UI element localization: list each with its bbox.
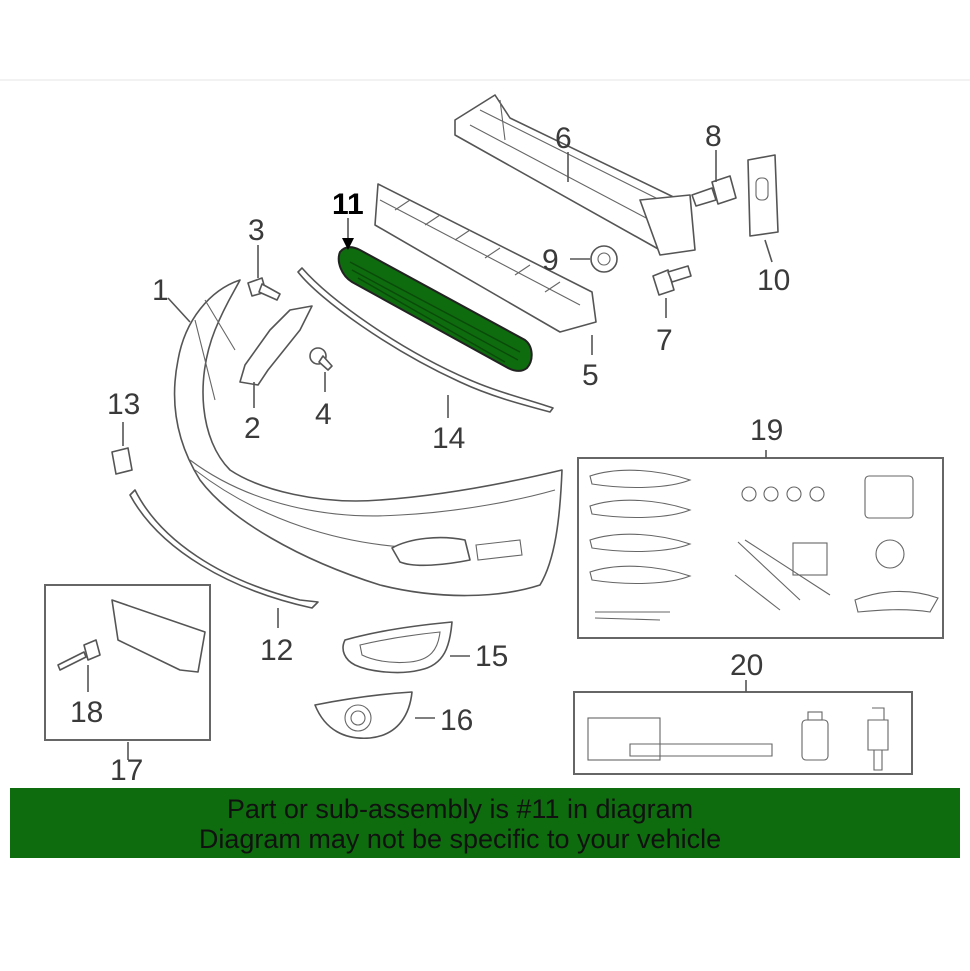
banner-line-2: Diagram may not be specific to your vehi… xyxy=(198,824,722,854)
part-15-bezel xyxy=(342,621,453,674)
part-8-push-pin xyxy=(691,175,737,207)
label-part-3: 3 xyxy=(248,214,265,247)
label-part-2: 2 xyxy=(244,412,261,445)
label-part-18: 18 xyxy=(70,696,103,729)
part-2-bracket xyxy=(239,305,313,386)
part-20-kit-box xyxy=(573,691,913,775)
part-10-plate xyxy=(747,154,779,237)
part-5-absorber xyxy=(374,183,597,333)
label-part-1: 1 xyxy=(152,274,169,307)
part-19-wiring-kit-box xyxy=(577,457,944,639)
part-18-push-pin xyxy=(57,639,101,671)
banner-line-1: Part or sub-assembly is #11 in diagram xyxy=(226,794,694,824)
label-part-8: 8 xyxy=(705,120,722,153)
label-part-5: 5 xyxy=(582,359,599,392)
part-1-bumper-cover xyxy=(173,279,563,597)
part-20-components xyxy=(587,707,889,771)
label-part-19: 19 xyxy=(750,414,783,447)
label-part-14: 14 xyxy=(432,422,465,455)
label-part-11: 11 xyxy=(332,188,364,221)
label-part-4: 4 xyxy=(315,398,332,431)
part-7-bolt xyxy=(652,265,692,296)
part-11-arrow xyxy=(342,238,354,250)
part-17-bracket xyxy=(111,599,206,673)
label-part-20: 20 xyxy=(730,649,763,682)
part-14-trim-strip xyxy=(297,267,554,413)
part-13-clip xyxy=(111,447,133,475)
part-11-lower-grille-highlighted xyxy=(337,246,533,372)
part-6-reinforcement-beam xyxy=(454,94,696,256)
part-9-nut xyxy=(590,245,618,273)
label-part-10: 10 xyxy=(757,264,790,297)
part-4-screw xyxy=(309,347,333,371)
part-16-fog-lamp xyxy=(314,691,413,740)
part-12-valance xyxy=(129,489,319,609)
label-part-12: 12 xyxy=(260,634,293,667)
label-part-9: 9 xyxy=(542,244,559,277)
info-banner: Part or sub-assembly is #11 in diagram D… xyxy=(10,788,960,858)
part-3-screw xyxy=(247,277,281,301)
label-part-7: 7 xyxy=(656,324,673,357)
leader-lines xyxy=(87,150,773,760)
label-part-6: 6 xyxy=(555,122,572,155)
label-part-15: 15 xyxy=(475,640,508,673)
label-part-13: 13 xyxy=(107,388,140,421)
label-part-17: 17 xyxy=(110,754,143,787)
label-part-16: 16 xyxy=(440,704,473,737)
part-19-wiring-harnesses xyxy=(589,469,939,621)
